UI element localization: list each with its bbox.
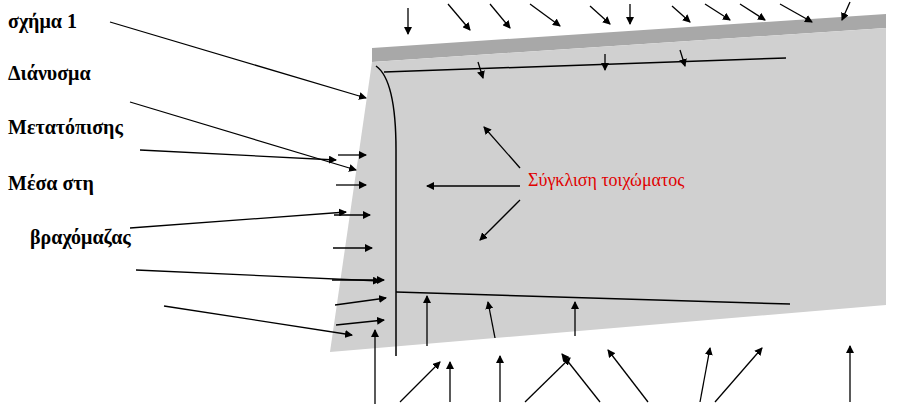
side-label: Μέσα στη [8,172,94,195]
side-label: Μετατόπισης [8,116,123,139]
side-label: Διάνυσμα [8,62,91,85]
annotation-label: Σύγκλιση τοιχώματος [526,170,686,191]
side-label: βραχόμαζας [30,226,131,249]
figure-label: σχήμα 1 [8,10,77,33]
